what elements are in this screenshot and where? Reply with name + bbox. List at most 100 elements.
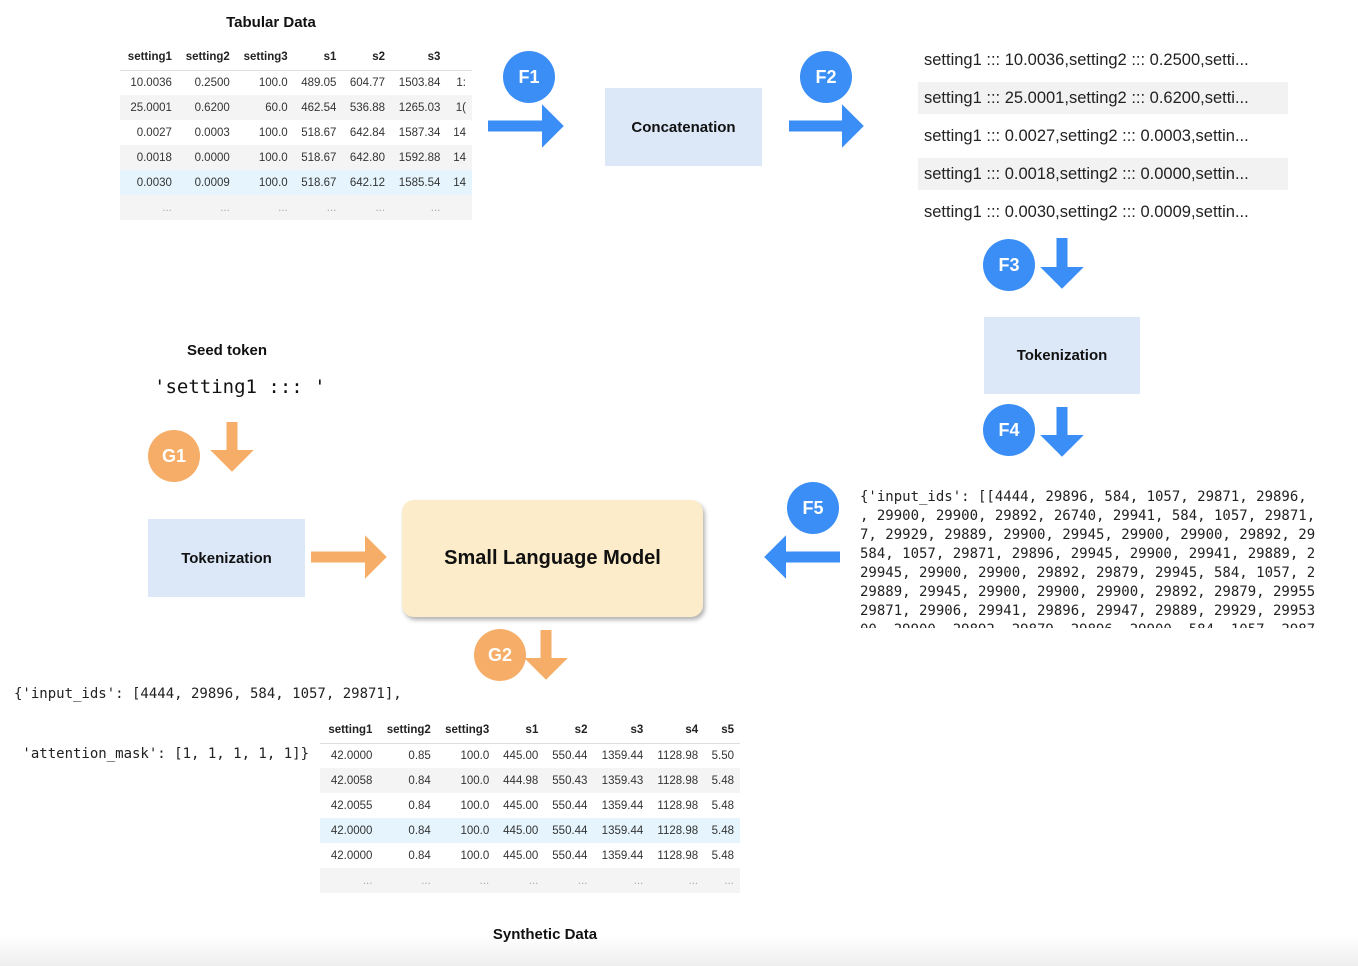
table-cell: 1359.43 (593, 768, 650, 793)
table-cell: 550.44 (552, 849, 588, 862)
tokenization-box-right: Tokenization (984, 317, 1140, 394)
table-cell: 1128.98 (649, 768, 705, 793)
table-cell: 1359.44 (601, 849, 644, 862)
table-cell: 1128.98 (657, 799, 699, 812)
table-cell: 550.44 (552, 799, 588, 812)
table-cell: 25.0001 (120, 95, 178, 120)
table-cell: 518.67 (301, 126, 337, 139)
table-cell: ... (320, 868, 379, 893)
table-cell: 100.0 (235, 145, 294, 170)
table-cell: ... (391, 195, 447, 220)
table-cell: 5.48 (711, 849, 734, 862)
step-g1-badge: G1 (148, 430, 200, 482)
table-cell (446, 195, 472, 220)
step-f3-badge: F3 (983, 239, 1035, 291)
bottom-shade (0, 935, 1358, 966)
concatenation-box: Concatenation (605, 88, 762, 166)
table-cell: 14 (446, 170, 472, 195)
table-cell: ... (177, 195, 236, 220)
table-cell: 462.54 (293, 95, 343, 120)
table-cell: 100.0 (235, 170, 294, 195)
column-header: s2 (544, 717, 594, 744)
table-cell: 0.84 (408, 849, 431, 862)
token-ids-line: 7, 29929, 29889, 29900, 29945, 29900, 29… (860, 527, 1316, 543)
table-cell: 604.77 (349, 76, 386, 89)
concatenated-string-row: setting1 ::: 0.0018,setting2 ::: 0.0000,… (918, 158, 1288, 190)
column-header: s1 (293, 44, 343, 71)
column-header: s5 (704, 717, 740, 744)
table-cell: 42.0000 (330, 749, 373, 762)
column-header: s3 (593, 717, 650, 744)
column-header: s4 (649, 717, 705, 744)
table-cell: 550.43 (544, 768, 594, 793)
table-cell: ... (378, 868, 437, 893)
step-f4-badge: F4 (983, 404, 1035, 456)
step-f2-badge: F2 (800, 51, 852, 103)
column-header: s1 (495, 717, 545, 744)
table-cell: ... (544, 868, 594, 893)
table-row: .................. (120, 195, 472, 220)
table-cell: 100.0 (460, 799, 490, 812)
table-cell: 0.84 (378, 768, 437, 793)
table-cell: 10.0036 (130, 76, 172, 89)
table-cell: 0.84 (408, 799, 431, 812)
table-cell: 1587.34 (398, 126, 441, 139)
table-cell: 1128.98 (657, 849, 699, 862)
table-cell: 5.48 (704, 768, 740, 793)
table-cell: 445.00 (503, 749, 539, 762)
column-header: s3 (391, 44, 447, 71)
table-cell: 5.48 (704, 818, 740, 843)
table-cell: 1592.88 (391, 145, 447, 170)
table-cell: 100.0 (258, 76, 288, 89)
token-ids-line: 29945, 29900, 29900, 29892, 29879, 29945… (860, 565, 1316, 581)
table-cell: 42.0055 (330, 799, 373, 812)
table-cell: 642.84 (349, 126, 386, 139)
table-row: ........................ (320, 868, 740, 893)
table-cell: ... (649, 868, 705, 893)
table-row: 42.0055 0.84 100.0 445.00 550.44 1359.44 1128.… (320, 793, 740, 818)
table-cell: 42.0058 (320, 768, 379, 793)
table-cell: 100.0 (460, 849, 490, 862)
column-header: setting1 (320, 717, 379, 744)
table-cell: 445.00 (495, 818, 545, 843)
table-cell: 0.0027 (136, 126, 172, 139)
table-cell: ... (593, 868, 650, 893)
concatenated-string-row: setting1 ::: 0.0030,setting2 ::: 0.0009,… (924, 202, 1249, 221)
table-cell: 1359.44 (601, 799, 644, 812)
table-cell: 0.84 (378, 818, 437, 843)
token-ids-line: 00, 29900, 29892, 29879, 29896, 29900, 5… (860, 621, 1330, 628)
table-cell: 0.85 (408, 749, 431, 762)
table-cell: 1503.84 (398, 76, 441, 89)
table-cell: 0.0000 (177, 145, 236, 170)
table-cell: 100.0 (436, 818, 496, 843)
tabular-data-title: Tabular Data (226, 14, 316, 31)
table-cell: 100.0 (460, 749, 490, 762)
table-cell: ... (704, 868, 740, 893)
table-cell: 518.67 (293, 145, 343, 170)
table-cell: 518.67 (293, 170, 343, 195)
table-cell: ... (235, 195, 294, 220)
token-ids-line: 584, 1057, 29871, 29896, 29945, 29900, 2… (860, 546, 1316, 562)
tokenization-box-left: Tokenization (148, 519, 305, 597)
table-cell: 42.0000 (330, 849, 373, 862)
table-cell: 536.88 (342, 95, 392, 120)
table-cell: 14 (453, 126, 466, 139)
table-cell: 445.00 (503, 799, 539, 812)
token-ids-line: {'input_ids': [[4444, 29896, 584, 1057, … (860, 489, 1307, 505)
seed-token-ids: {'input_ids': [4444, 29896, 584, 1057, 2… (14, 644, 402, 784)
table-cell: 0.0009 (177, 170, 236, 195)
table-cell: 5.48 (711, 799, 734, 812)
token-ids-line: , 29900, 29900, 29892, 26740, 29941, 584… (860, 508, 1316, 524)
table-cell: 0.2500 (194, 76, 230, 89)
